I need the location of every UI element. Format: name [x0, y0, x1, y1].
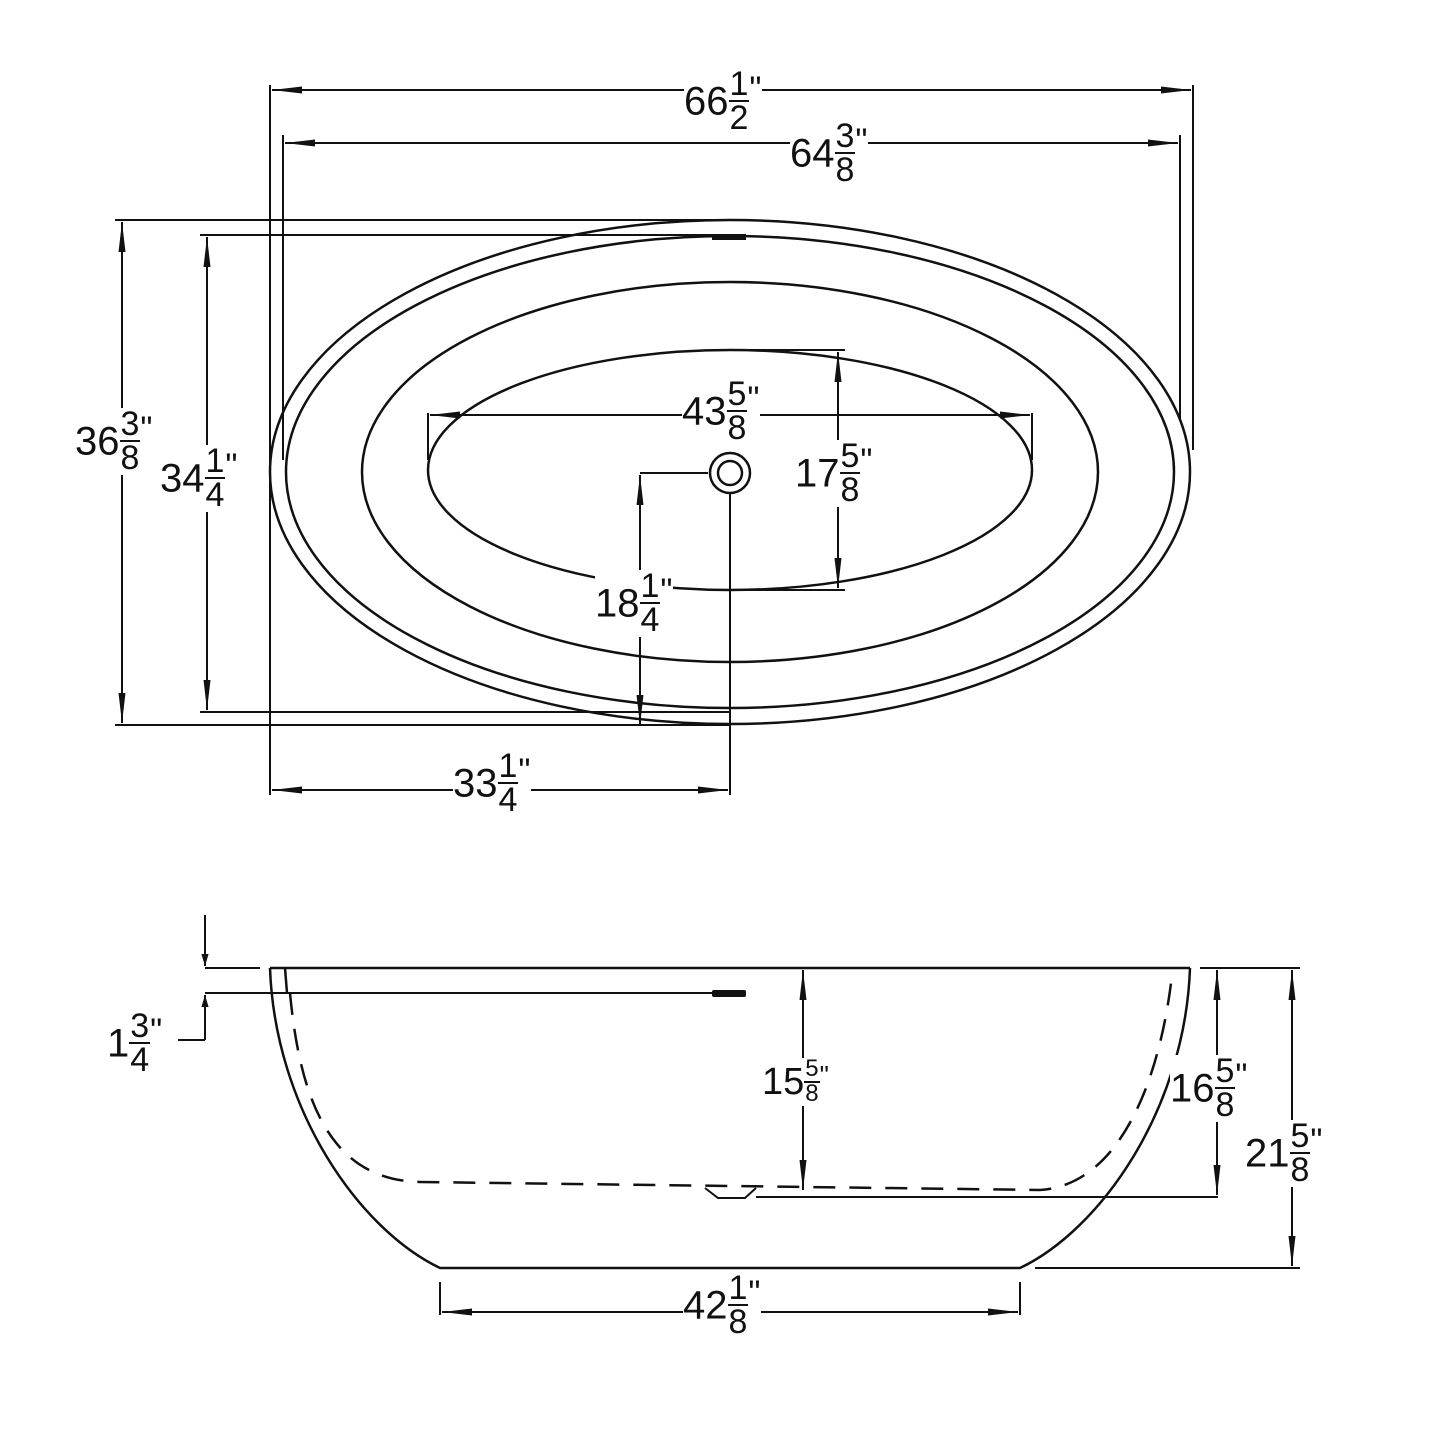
- overflow-slot: [712, 234, 746, 240]
- drain-inner: [716, 459, 744, 487]
- side-inner-dashed: [288, 974, 1174, 1192]
- side-view: [178, 915, 1300, 1316]
- side-rim-inner-left: [283, 967, 289, 994]
- side-drain: [704, 1187, 757, 1199]
- side-overflow-slot: [712, 990, 746, 997]
- drain-outer: [708, 451, 752, 495]
- top-view: [115, 85, 1194, 795]
- side-outer-shell: [268, 967, 1192, 1270]
